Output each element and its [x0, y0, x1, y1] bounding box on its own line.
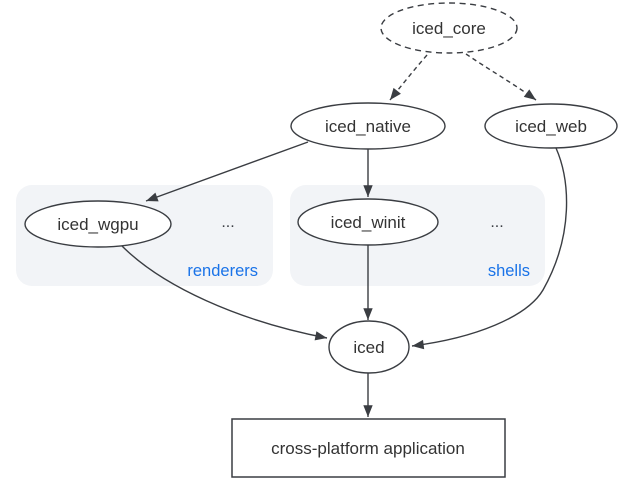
node-iced: iced [328, 320, 410, 374]
shells-ellipsis: ... [490, 214, 503, 231]
node-cross-platform-application: cross-platform application [231, 418, 506, 478]
iced-native-ellipse [290, 102, 446, 150]
app-rect [231, 418, 506, 478]
iced-wgpu-label: iced_wgpu [57, 215, 138, 234]
iced-core-ellipse [380, 2, 518, 54]
node-iced-web: iced_web [484, 103, 618, 149]
node-iced-core: iced_core [380, 2, 518, 54]
edge-iced-core-to-iced-native [389, 54, 428, 101]
edge-iced-wgpu-to-iced [121, 245, 328, 341]
node-iced-winit: iced_winit [297, 198, 439, 246]
renderers-group-label: renderers [187, 262, 258, 280]
iced-core-label: iced_core [412, 19, 486, 38]
iced-wgpu-ellipse [24, 200, 172, 248]
edge-iced-web-to-iced [411, 147, 568, 350]
iced-web-ellipse [484, 103, 618, 149]
iced-winit-label: iced_winit [331, 213, 406, 232]
iced-native-label: iced_native [325, 117, 411, 136]
edge-iced-native-to-iced-wgpu [145, 141, 309, 202]
iced-label: iced [353, 338, 384, 357]
app-label: cross-platform application [271, 439, 465, 458]
shells-group-label: shells [488, 262, 530, 280]
renderers-ellipsis: ... [221, 214, 234, 231]
node-iced-wgpu: iced_wgpu [24, 200, 172, 248]
iced-ellipse [328, 320, 410, 374]
edge-iced-core-to-iced-web [465, 53, 537, 101]
iced-winit-ellipse [297, 198, 439, 246]
iced-web-label: iced_web [515, 117, 587, 136]
node-iced-native: iced_native [290, 102, 446, 150]
